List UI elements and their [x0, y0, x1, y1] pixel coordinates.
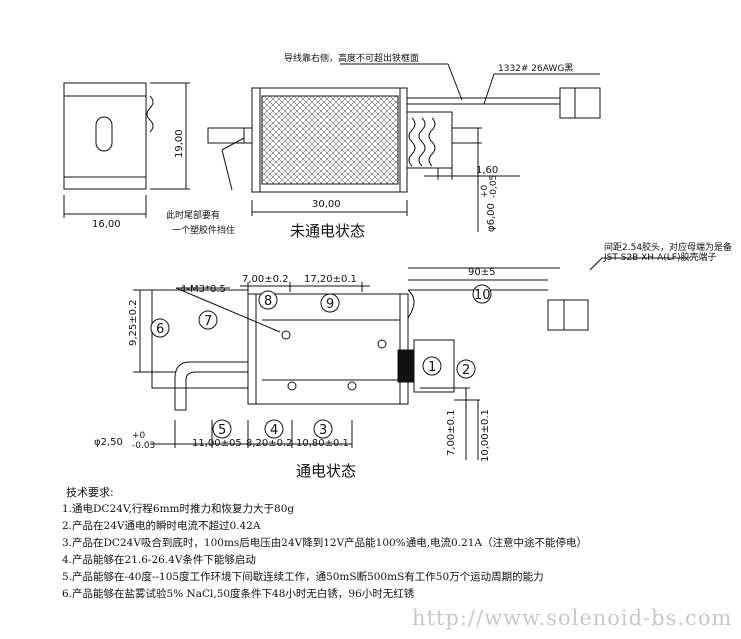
- dim-10-80: 10,80±0.1: [296, 438, 349, 449]
- dim-90: 90±5: [468, 267, 495, 278]
- requirement-item-5: 5.产品能够在-40度--105度工作环境下间歇连续工作，通50mS断500mS…: [62, 571, 544, 583]
- dim-9-25: 9,25±0.2: [128, 299, 139, 346]
- requirements-title: 技术要求:: [66, 486, 114, 499]
- end-view-height-dim: 19,00: [174, 129, 185, 158]
- callout-circles: [150, 284, 492, 439]
- requirement-item-1: 1.通电DC24V,行程6mm时推力和恢复力大于80g: [62, 503, 295, 515]
- plunger-dia-tol-down: -0,05: [489, 175, 499, 198]
- plunger-dia-tol-up: +0: [480, 184, 490, 198]
- watermark-url: http://www.solenoid-bs.com: [412, 606, 733, 630]
- callout-10: 10: [474, 288, 491, 303]
- connector-note-line1: 间距2.54胶头，对应母端为是备: [604, 241, 732, 253]
- end-view-width-dim: 16,00: [92, 219, 121, 230]
- dim-10-00-vertical: 10,00±0.1: [480, 409, 491, 462]
- requirement-item-3: 3.产品在DC24V吸合到底时，100ms后电压由24V降到12V产品能100%…: [62, 537, 588, 549]
- connector-note-line2: JST S2B-XH-A(LF)胶壳端子: [603, 251, 717, 263]
- callout-6: 6: [156, 322, 164, 337]
- lead-note: 导线靠右侧，高度不可超出铁框面: [284, 52, 419, 64]
- wire-spec: 1332# 26AWG黑: [498, 63, 573, 74]
- dim-7-00: 7,00±0.2: [242, 274, 289, 285]
- dim-8-20: 8,20±0.2: [246, 438, 293, 449]
- body-length-dim: 30,00: [312, 199, 341, 210]
- callout-8: 8: [264, 294, 272, 309]
- callout-2: 2: [462, 363, 470, 378]
- side-view-powered: [133, 257, 690, 460]
- tail-note-line1: 此时尾部要有: [166, 209, 220, 221]
- requirement-item-2: 2.产品在24V通电的瞬时电流不超过0.42A: [62, 520, 261, 532]
- pin-dia-tol-down: -0.03: [132, 441, 155, 451]
- thread-spec: 4-M3*0.5: [180, 284, 226, 295]
- plunger-dia-value: φ6,00: [486, 203, 497, 232]
- dim-7-00-vertical: 7,00±0.1: [446, 409, 457, 456]
- callout-3: 3: [319, 423, 327, 438]
- requirement-item-4: 4.产品能够在21.6-26.4V条件下能够启动: [62, 554, 256, 566]
- callout-1: 1: [428, 360, 436, 375]
- powered-state-label: 通电状态: [296, 462, 356, 480]
- pin-dia-dim: φ2,50: [94, 437, 123, 448]
- callout-9: 9: [326, 297, 334, 312]
- callout-5: 5: [218, 423, 226, 438]
- requirement-item-6: 6.产品能够在盐雾试验5% NaCl,50度条件下48小时无白锈，96小时无红锈: [62, 588, 415, 600]
- dim-11-00: 11,00±05: [192, 438, 242, 449]
- unpowered-state-label: 未通电状态: [290, 222, 365, 240]
- plunger-dia-dim: φ6,00 +0 -0,05: [480, 175, 499, 232]
- callout-4: 4: [270, 423, 278, 438]
- dim-17-20: 17,20±0.1: [304, 274, 357, 285]
- pin-dia-tol-up: +0: [132, 431, 146, 441]
- callout-7: 7: [204, 314, 212, 329]
- tail-note-line2: 一个塑胶件挡住: [172, 224, 235, 236]
- side-view-unpowered: [207, 63, 601, 232]
- gap-dim: 1,60: [476, 165, 498, 176]
- end-view: [63, 82, 190, 218]
